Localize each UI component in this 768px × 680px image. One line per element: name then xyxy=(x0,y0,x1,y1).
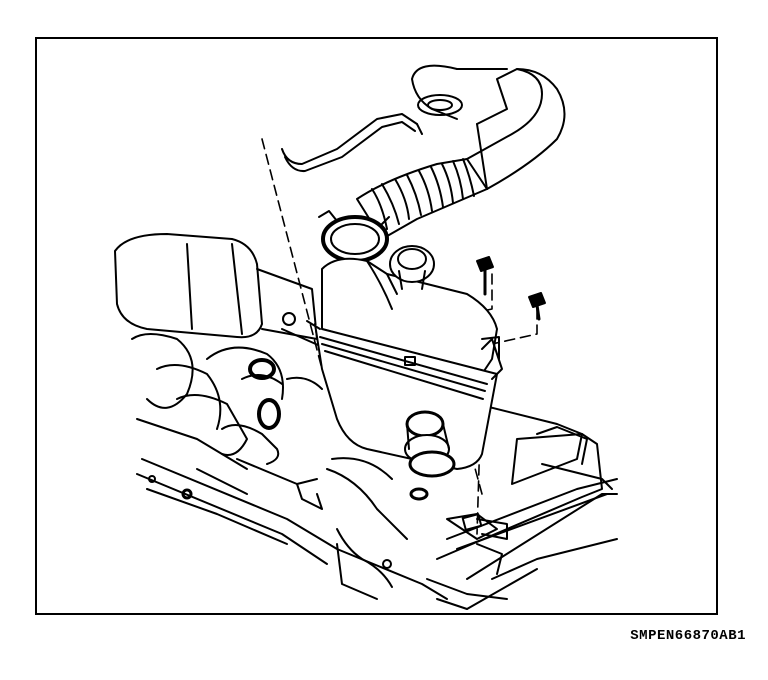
intake-duct xyxy=(411,64,566,190)
figure-code: SMPEN66870AB1 xyxy=(630,628,746,644)
air-cleaner-lid xyxy=(321,245,498,375)
outlet-boot xyxy=(404,410,456,501)
mounting-bolt xyxy=(528,292,546,321)
diagram-frame xyxy=(35,37,718,615)
mounting-bolt xyxy=(476,256,494,296)
corrugated-hose xyxy=(356,158,488,240)
engine-cover xyxy=(114,233,318,340)
battery-tray xyxy=(426,393,618,610)
housing-bracket xyxy=(476,336,508,540)
air-cleaner-housing xyxy=(306,320,503,470)
radiator-support xyxy=(136,457,448,600)
breather-hose xyxy=(281,113,423,173)
air-cleaner-diagram xyxy=(114,64,618,610)
